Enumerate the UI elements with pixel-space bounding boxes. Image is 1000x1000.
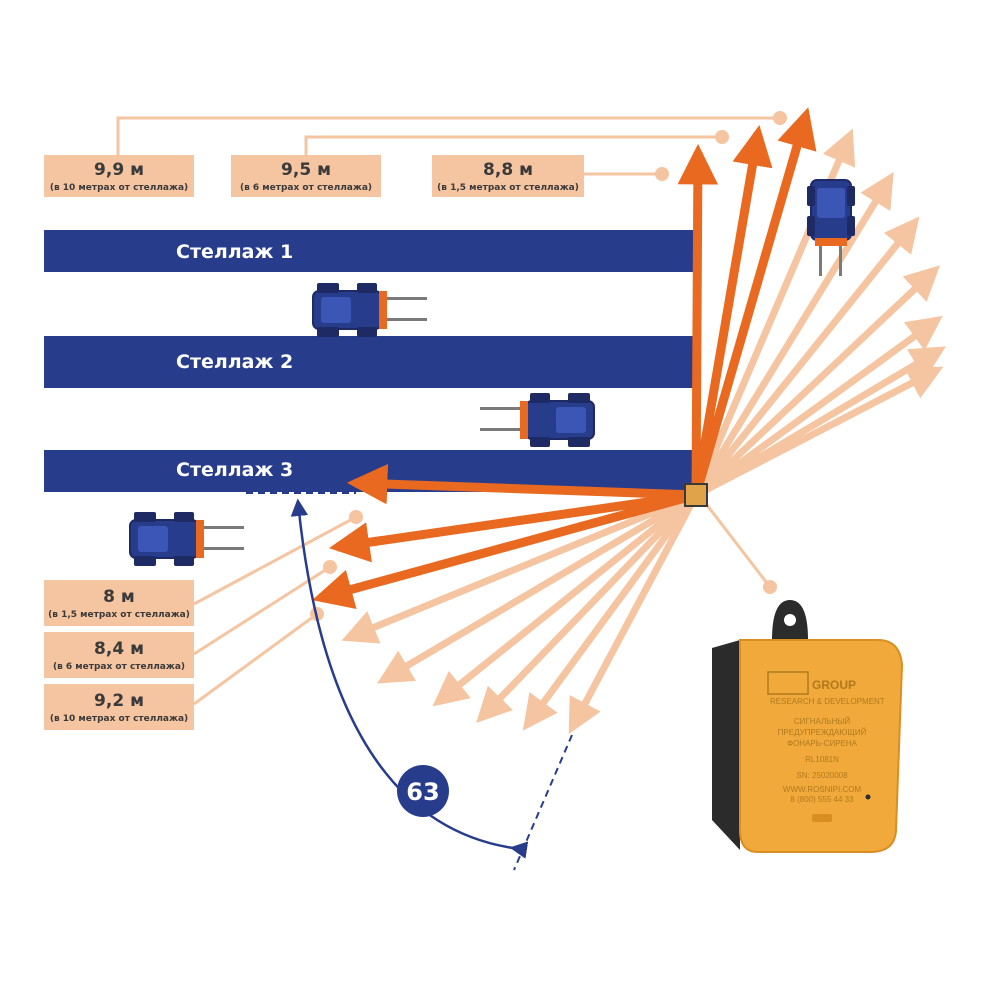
angle-badge xyxy=(397,765,449,817)
rack-2: Стеллаж 2 xyxy=(44,336,694,388)
device-slot xyxy=(812,814,832,822)
ray-light-12 xyxy=(568,493,700,735)
left-label-2: 8,4 м (в 6 метрах от стеллажа) xyxy=(44,632,194,678)
left-label-3-note: (в 10 метрах от стеллажа) xyxy=(50,714,188,724)
device-line-3: ФОНАРЬ-СИРЕНА xyxy=(787,739,858,748)
leader-top-1 xyxy=(116,116,780,155)
device-model: RL1081N xyxy=(805,755,839,764)
device-line-2: ПРЕДУПРЕЖДАЮЩИЙ xyxy=(778,728,867,737)
left-label-3: 9,2 м (в 10 метрах от стеллажа) xyxy=(44,684,194,730)
ray-light-1 xyxy=(693,172,894,497)
leader-device xyxy=(698,495,772,588)
ray-light-11 xyxy=(522,492,699,731)
top-label-3: 8,8 м (в 1,5 метрах от стеллажа) xyxy=(432,155,584,197)
ray-dark-16 xyxy=(346,463,697,505)
rack-2-label: Стеллаж 2 xyxy=(176,351,293,373)
top-label-3-note: (в 1,5 метрах от стеллажа) xyxy=(437,183,579,193)
angle-arc xyxy=(290,498,529,859)
rack-3-label: Стеллаж 3 xyxy=(176,459,293,481)
angle-ray-dashed xyxy=(513,734,573,871)
ray-light-4 xyxy=(693,315,943,498)
device-side-panel xyxy=(712,640,740,850)
left-label-1: 8 м (в 1,5 метрах от стеллажа) xyxy=(44,580,194,626)
left-label-3-value: 9,2 м xyxy=(94,691,144,711)
ray-dark-15 xyxy=(691,107,817,497)
device-line-1: СИГНАЛЬНЫЙ xyxy=(794,717,851,726)
leader-top-2 xyxy=(304,135,722,155)
device-site: WWW.ROSNIPI.COM xyxy=(783,785,862,794)
warning-siren-device: GROUP RESEARCH & DEVELOPMENT СИГНАЛЬНЫЙ … xyxy=(712,600,904,853)
rack-1: Стеллаж 1 xyxy=(44,230,694,272)
top-label-2-note: (в 6 метрах от стеллажа) xyxy=(240,183,372,193)
top-label-1: 9,9 м (в 10 метрах от стеллажа) xyxy=(44,155,194,197)
left-label-1-value: 8 м xyxy=(103,587,135,607)
rack-1-label: Стеллаж 1 xyxy=(176,241,293,263)
forklift-icon xyxy=(480,393,595,447)
leader-lines xyxy=(116,116,780,706)
top-label-1-value: 9,9 м xyxy=(94,160,144,180)
left-label-1-note: (в 1,5 метрах от стеллажа) xyxy=(48,610,190,620)
device-serial: SN: 25020008 xyxy=(796,771,848,780)
forklift-icon xyxy=(312,283,427,337)
top-label-1-note: (в 10 метрах от стеллажа) xyxy=(50,183,188,193)
ray-light-3 xyxy=(693,265,941,498)
ray-dark-18 xyxy=(312,490,698,609)
leader-left-3 xyxy=(193,612,318,706)
forklift-icon xyxy=(807,179,855,276)
top-label-2-value: 9,5 м xyxy=(281,160,331,180)
ray-dark-13 xyxy=(677,143,719,496)
indicator-led xyxy=(865,794,871,800)
forklift-icon xyxy=(129,512,244,566)
top-label-2: 9,5 м (в 6 метрах от стеллажа) xyxy=(231,155,381,197)
brand-logo-box xyxy=(767,671,809,695)
left-label-2-value: 8,4 м xyxy=(94,639,144,659)
left-label-2-note: (в 6 метрах от стеллажа) xyxy=(53,662,185,672)
device-phone: 8 (800) 555 44 33 xyxy=(790,795,854,804)
device-brand-sub: RESEARCH & DEVELOPMENT xyxy=(770,697,885,706)
device-front xyxy=(739,639,904,853)
angle-indicator: 63 xyxy=(246,492,573,871)
ray-light-6 xyxy=(694,366,944,499)
angle-value: 63 xyxy=(406,778,439,806)
sensor-square xyxy=(684,483,708,507)
device-brand: GROUP xyxy=(812,678,856,692)
ray-light-2 xyxy=(693,216,920,498)
top-label-3-value: 8,8 м xyxy=(483,160,533,180)
ray-dark-14 xyxy=(691,125,773,496)
